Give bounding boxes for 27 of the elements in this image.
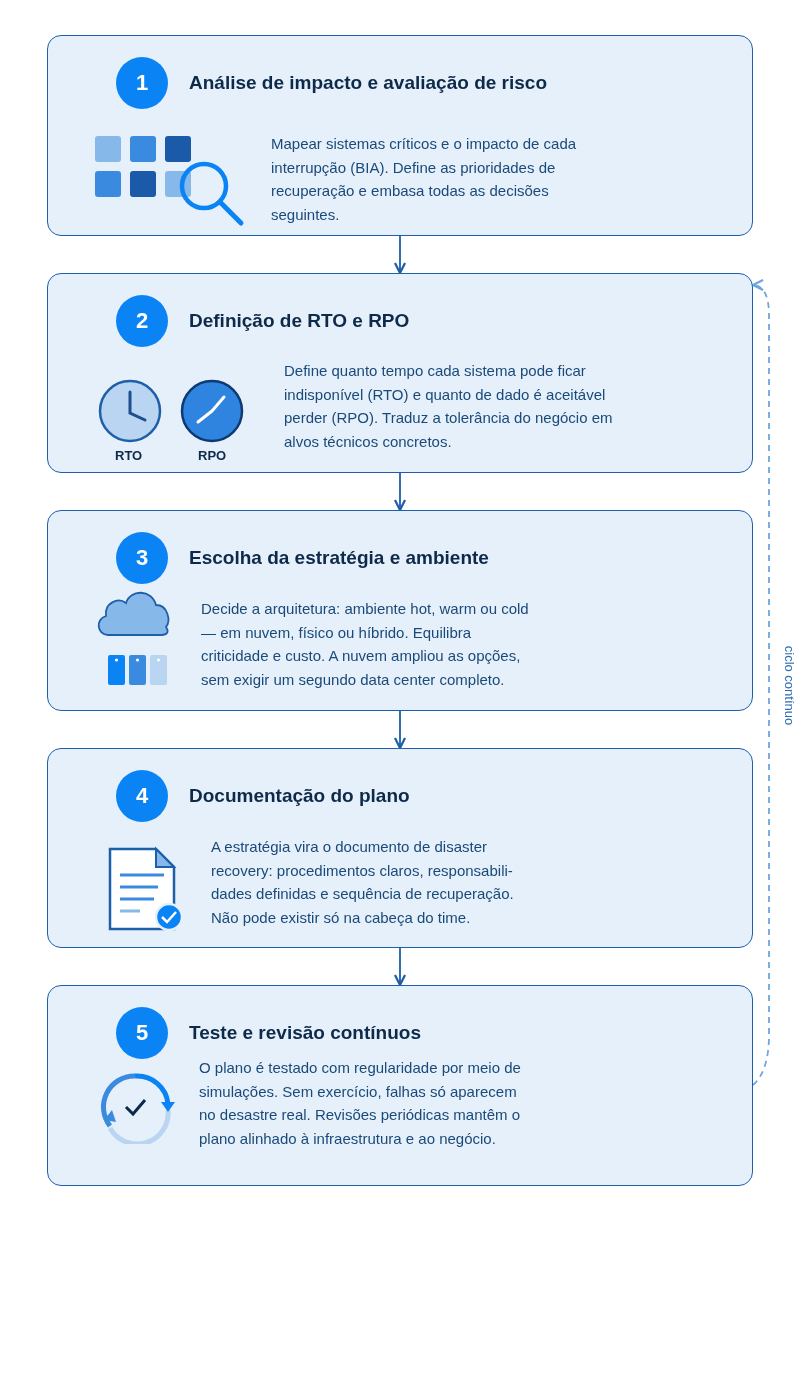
step-title: Documentação do plano [189, 785, 410, 807]
arrow [393, 710, 407, 750]
step-title: Escolha da estratégia e ambiente [189, 547, 489, 569]
step-card [47, 510, 753, 711]
step-number: 5 [116, 1007, 168, 1059]
step-title: Definição de RTO e RPO [189, 310, 410, 332]
step-card [47, 273, 753, 473]
step-card [47, 748, 753, 948]
step-card [47, 35, 753, 236]
step-description: Define quanto tempo cada sistema pode ficar indisponível (RTO) e quanto de dado é aceitável perder (RPO). Traduz a tolerância do negócio em alvos técnicos concretos. [284, 361, 614, 452]
step-title: Análise de impacto e avaliação de risco [189, 72, 547, 94]
step-description: O plano é testado com regularidade por meio de simulações. Sem exercício, falhas só aparecem no desastre real. Revisões periódicas mantêm o plano alinhado à infraestrutura e ao negócio. [199, 1058, 522, 1149]
clock-caption: RTO [115, 448, 143, 463]
arrow [393, 235, 407, 275]
step-number: 1 [116, 57, 168, 109]
step-number: 4 [116, 770, 168, 822]
arrow [393, 947, 407, 987]
step-card [47, 985, 753, 1186]
arrow [751, 279, 770, 1086]
arrow [393, 472, 407, 512]
clock-caption: RPO [198, 448, 227, 463]
step-description: A estratégia vira o documento de disaster recovery: procedimentos claros, responsabili-dades definidas e sequência de recuperação. Não pode existir só na cabeça do time. [211, 837, 515, 928]
step-description: Decide a arquitetura: ambiente hot, warm ou cold — em nuvem, físico ou híbrido. Equilibra criticidade e custo. A nuvem ampliou as opções, sem exigir um segundo data center completo. [201, 599, 530, 690]
step-number: 3 [116, 532, 168, 584]
step-description: Mapear sistemas críticos e o impacto de cada interrupção (BIA). Define as prioridades de recuperação e embasa todas as decisões seguintes. [271, 134, 578, 225]
step-number: 2 [116, 295, 168, 347]
step-title: Teste e revisão contínuos [189, 1022, 421, 1044]
